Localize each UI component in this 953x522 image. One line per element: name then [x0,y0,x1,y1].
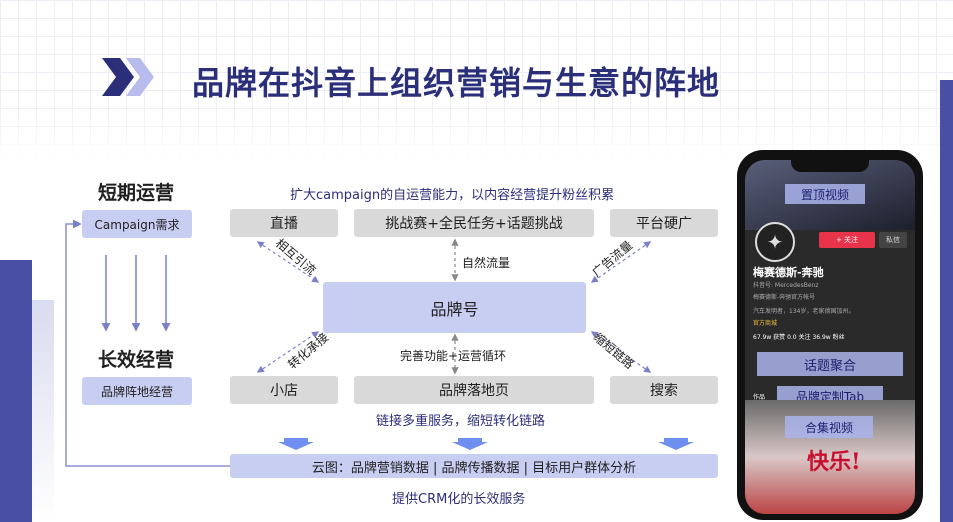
shop-diagonal-arrow [256,331,320,373]
brand-name: 梅赛德斯-奔驰 [753,266,824,279]
pinned-video-tag: 置顶视频 [785,184,865,204]
pinned-video-label: 置顶视频 [800,187,849,202]
phone-screen: 置顶视频 ✦ + 关注 私信 梅赛德斯-奔驰 抖音号: MercedesBenz… [745,160,915,514]
live-label: 直播 [270,216,298,232]
bottom-note-services: 链接多重服务，缩短转化链路 [376,414,546,429]
block-arrow-right [658,438,694,450]
block-arrow-left [278,438,314,450]
platform-ad-label: 平台硬广 [636,216,692,232]
brand-position-box: 品牌阵地经营 [82,377,192,405]
topic-label: 话题聚合 [803,358,856,374]
campaign-box: Campaign需求 [82,210,192,238]
natural-flow-label: 自然流量 [462,256,511,270]
long-term-heading: 长效经营 [98,349,175,371]
brand-account-label: 品牌号 [430,299,479,319]
search-label: 搜索 [650,383,678,399]
live-box: 直播 [230,209,338,237]
block-arrow-center [452,438,488,450]
account-id: 抖音号: MercedesBenz [753,282,819,289]
follow-button[interactable]: + 关注 [819,232,875,248]
collection-tag: 合集视频 [785,416,873,438]
topic-tag: 话题聚合 [757,352,903,376]
search-box: 搜索 [610,376,718,404]
loop-line [65,219,230,467]
functions-label: 完善功能+运营循环 [400,349,507,363]
campaign-label: Campaign需求 [94,217,180,232]
left-decoration-light [32,300,54,522]
collection-label: 合集视频 [804,420,853,435]
cloud-label: 云图：品牌营销数据 | 品牌传播数据 | 目标用户群体分析 [311,460,637,476]
phone-notch [791,158,869,172]
calligraphy-text: 快乐! [807,449,861,475]
profile-stats: 67.9w 获赞 0.0 关注 36.9w 粉丝 [753,334,845,341]
shop-link[interactable]: 官方商城 [753,320,778,327]
landing-box: 品牌落地页 [354,376,594,404]
right-decoration [940,80,953,522]
bottom-note-crm: 提供CRM化的长效服务 [392,492,526,507]
shop-box: 小店 [230,376,338,404]
chevron-logo-icon [102,58,154,96]
brand-position-label: 品牌阵地经营 [100,384,173,399]
live-diagonal-arrow [256,241,320,283]
page-title: 品牌在抖音上组织营销与生意的阵地 [192,64,721,102]
brand-account-box: 品牌号 [323,282,586,333]
platform-ad-box: 平台硬广 [610,209,718,237]
left-decoration [0,260,32,522]
mercedes-logo-icon: ✦ [755,222,795,262]
shop-label: 小店 [270,383,298,399]
landing-label: 品牌落地页 [439,383,509,399]
challenge-label: 挑战赛+全民任务+话题挑战 [385,216,563,232]
top-note: 扩大campaign的自运营能力，以内容经营提升粉丝积累 [290,188,615,203]
message-button[interactable]: 私信 [879,232,907,248]
works-tab[interactable]: 作品 [753,394,766,401]
short-term-heading: 短期运营 [98,182,175,204]
verified-text: 梅赛德斯-奔驰官方帐号 [753,294,816,301]
cloud-box: 云图：品牌营销数据 | 品牌传播数据 | 目标用户群体分析 [230,454,718,478]
challenge-box: 挑战赛+全民任务+话题挑战 [354,209,594,237]
profile-desc: 汽车发明者，134岁，老家德国加州。 [753,308,855,315]
